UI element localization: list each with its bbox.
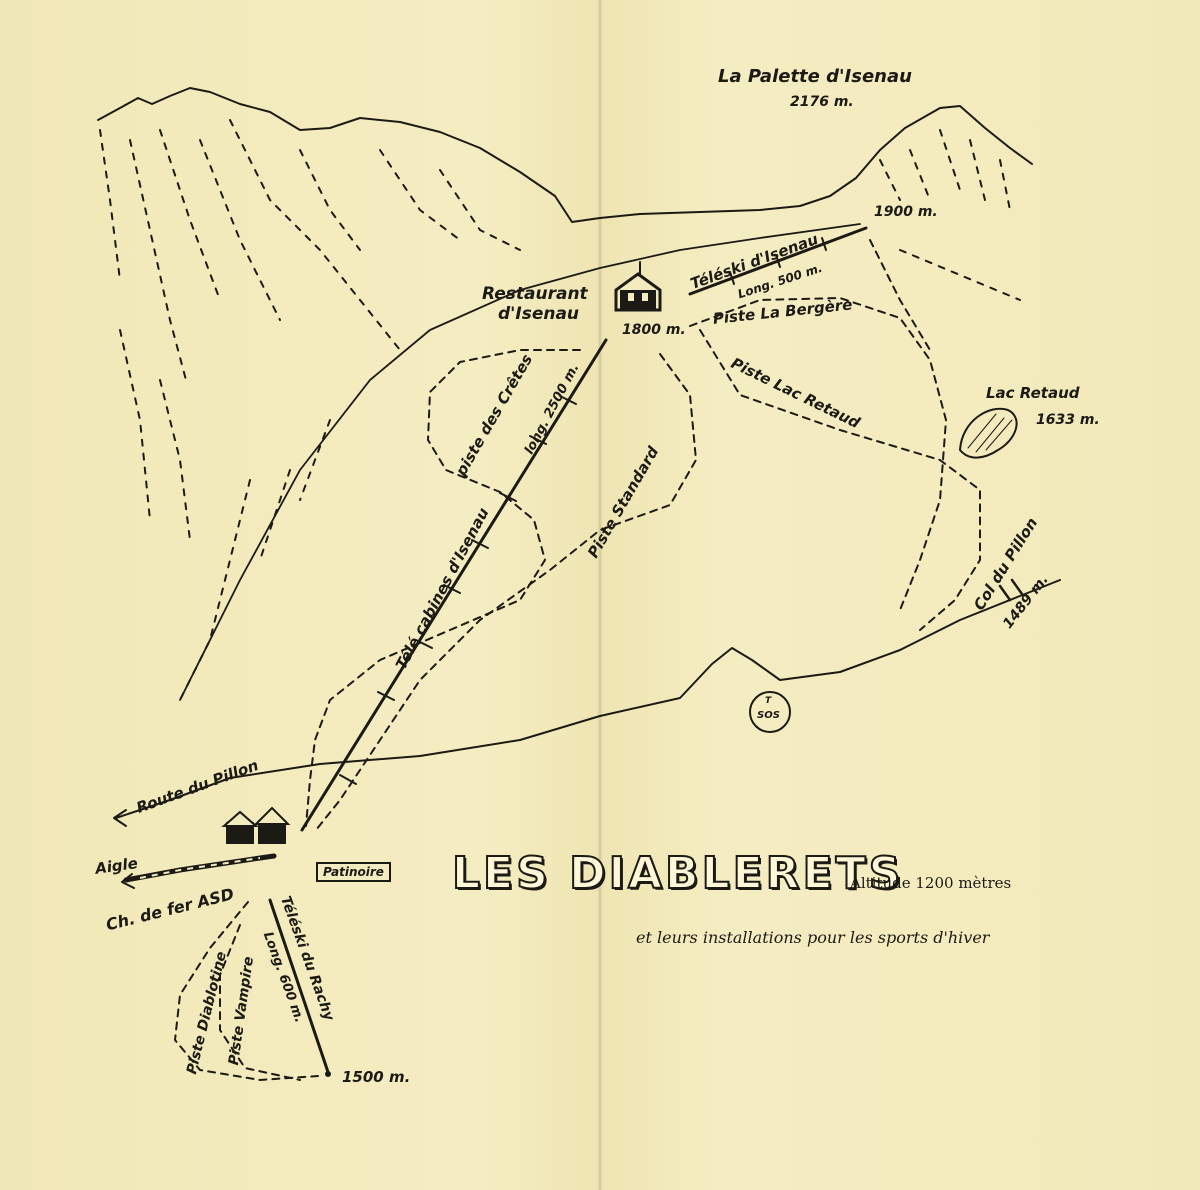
col-marker — [998, 578, 1024, 602]
restaurant-altitude-label: 1800 m. — [622, 322, 686, 338]
village-altitude: Altitude 1200 mètres — [850, 874, 1012, 892]
piste-diablotine — [174, 901, 319, 1081]
sos-t-label: T — [765, 696, 772, 706]
village-houses-icon — [221, 806, 291, 844]
restaurant-label-line1: Restaurant — [482, 284, 588, 304]
railway-arrow — [121, 873, 135, 889]
lac-retaud-shape — [959, 407, 1018, 459]
gondola-towers — [339, 395, 577, 785]
peak-altitude-label: 2176 m. — [790, 94, 854, 110]
sos-marker — [749, 691, 791, 733]
piste-cretes — [305, 349, 581, 827]
page-subtitle: et leurs installations pour les sports d… — [636, 928, 990, 947]
restaurant-label-line2: d'Isenau — [498, 304, 580, 324]
railway-line-inner — [139, 857, 261, 879]
piste-standard — [315, 353, 697, 831]
lake-hatching — [967, 413, 1013, 453]
piste-lac-retaud — [699, 329, 981, 631]
road-arrow — [113, 809, 127, 827]
piste-vampire — [219, 924, 301, 1081]
left-mountain-ridge — [97, 87, 1033, 223]
teleski-isenau-towers — [729, 237, 827, 285]
slope-outline — [179, 223, 861, 701]
patinoire-label: Patinoire — [316, 862, 391, 882]
road-route-du-pillon — [115, 579, 1061, 819]
page-fold — [598, 0, 602, 1190]
teleski-rachy-line — [268, 898, 330, 1074]
page-title: LES DIABLERETS — [451, 847, 904, 900]
piste-from-top — [869, 239, 931, 351]
peak-name-label: La Palette d'Isenau — [718, 66, 912, 87]
teleski-rachy-base — [325, 1071, 331, 1077]
lac-retaud-label: Lac Retaud — [986, 384, 1080, 402]
top-station-altitude-label: 1900 m. — [874, 204, 938, 220]
restaurant-icon — [614, 261, 662, 312]
piste-bergere — [689, 297, 947, 611]
base-altitude-label: 1500 m. — [342, 1068, 411, 1086]
gondola-line — [300, 338, 608, 832]
lac-retaud-altitude-label: 1633 m. — [1036, 412, 1100, 428]
sos-label: SOS — [757, 710, 780, 721]
